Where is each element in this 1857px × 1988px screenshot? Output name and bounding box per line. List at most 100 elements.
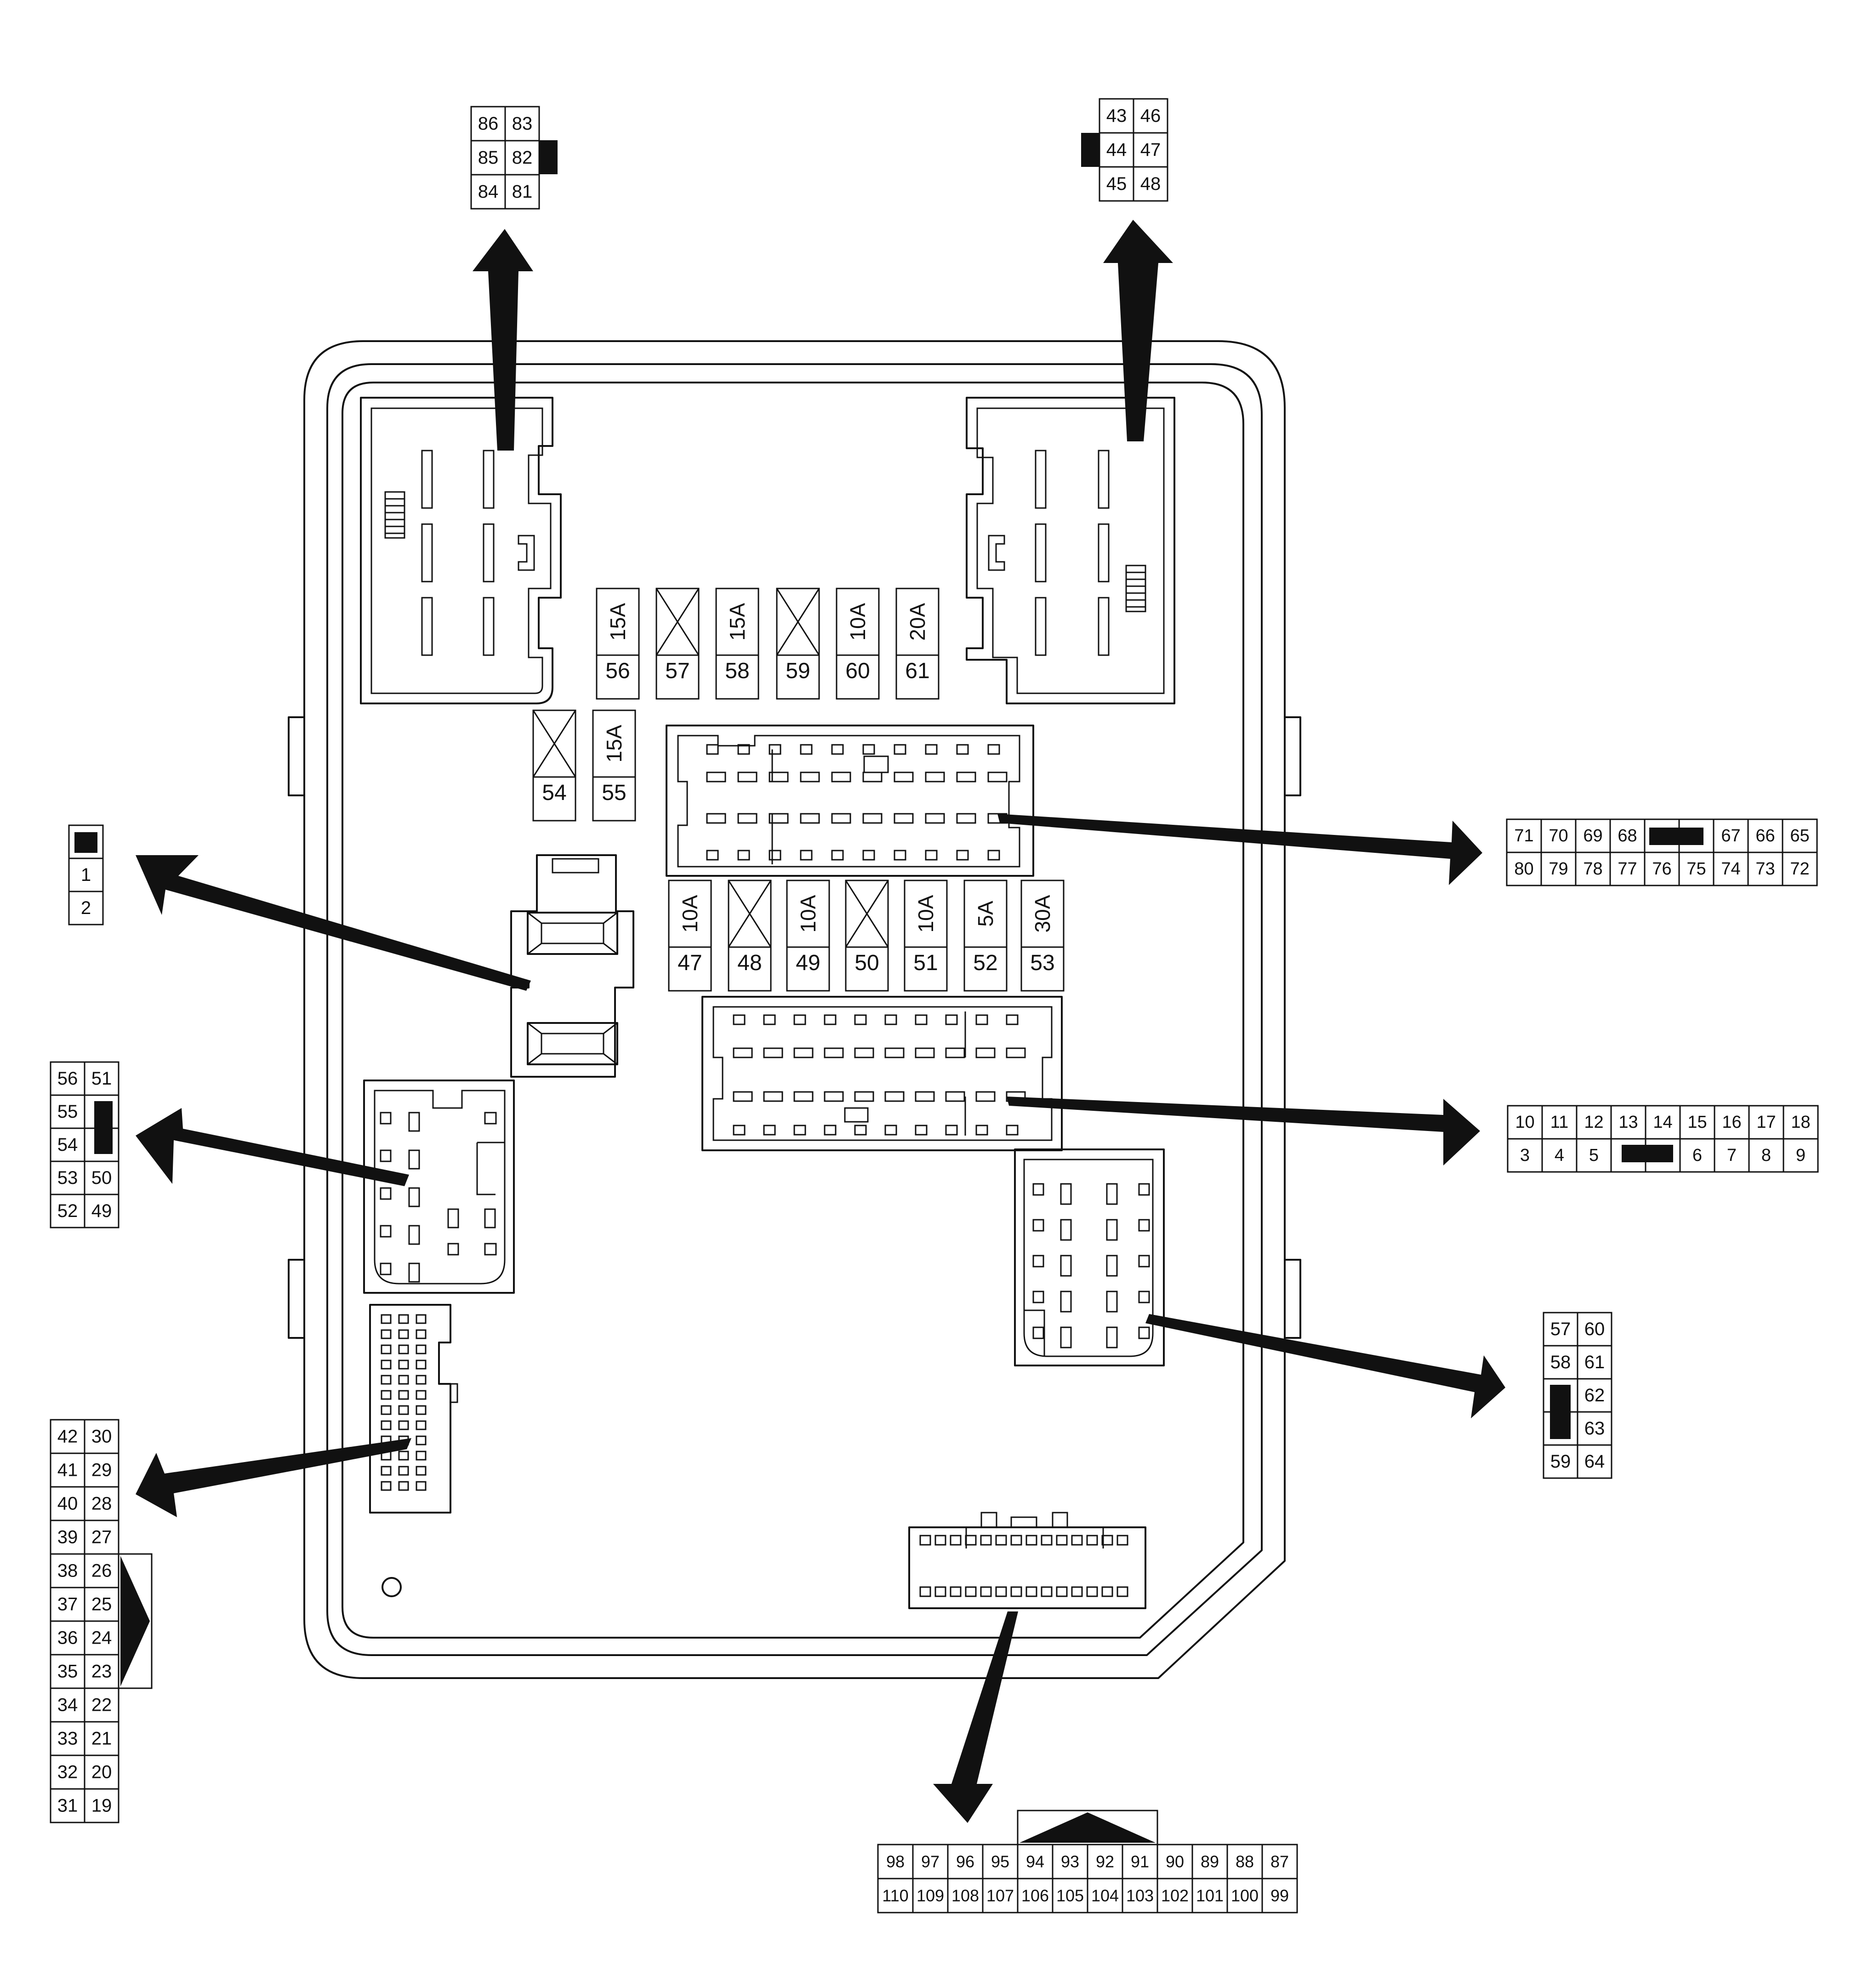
pin-hole xyxy=(408,1112,420,1132)
pin-hole xyxy=(934,1586,946,1597)
pin-hole xyxy=(1006,1125,1019,1136)
pin-hole xyxy=(919,1535,931,1546)
pin-hole xyxy=(763,1014,776,1025)
pin-hole xyxy=(925,850,938,861)
pin-hole xyxy=(408,1262,420,1283)
pin-hole xyxy=(919,1586,931,1597)
leader-arrows xyxy=(136,220,1505,1823)
pin-number: 91 xyxy=(1131,1852,1149,1871)
pin-number: 69 xyxy=(1583,826,1602,845)
pin-cell xyxy=(1713,851,1749,886)
pin-hole xyxy=(1032,1255,1044,1268)
side-tab xyxy=(1284,716,1301,796)
pin-hole xyxy=(854,1047,874,1058)
pin-hole xyxy=(1060,1326,1072,1348)
connector-socket-bottom xyxy=(908,1512,1146,1609)
pin-hole xyxy=(975,1091,996,1102)
pin-cell xyxy=(877,1844,914,1879)
fuse-59: 59 xyxy=(776,588,820,700)
pin-hole xyxy=(737,850,750,861)
pin-number: 58 xyxy=(1550,1352,1571,1372)
pin-hole xyxy=(1106,1326,1118,1348)
pin-hole xyxy=(915,1125,928,1136)
fuse-rating: 15A xyxy=(602,725,626,762)
pin-number: 10 xyxy=(1515,1113,1534,1132)
pin-number: 45 xyxy=(1106,174,1127,194)
pin-number: 25 xyxy=(91,1594,112,1615)
pin-hole xyxy=(1032,1219,1044,1232)
fuse-rating: 10A xyxy=(846,603,870,640)
pin-hole xyxy=(380,1225,392,1238)
pin-number: 6 xyxy=(1692,1146,1702,1165)
side-tab xyxy=(288,1259,305,1339)
pin-number: 60 xyxy=(1584,1319,1605,1339)
pin-number: 16 xyxy=(1722,1113,1741,1132)
pin-cell xyxy=(1507,1138,1543,1173)
pin-hole xyxy=(1138,1183,1150,1196)
pin-number: 89 xyxy=(1201,1852,1219,1871)
connector-key-mark xyxy=(1622,1145,1673,1162)
pin-number: 81 xyxy=(512,182,533,202)
pin-number: 94 xyxy=(1026,1852,1044,1871)
pin-hole xyxy=(1010,1535,1022,1546)
pin-hole xyxy=(975,1014,988,1025)
pin-cell xyxy=(504,174,540,210)
pin-hole xyxy=(416,1451,427,1461)
pin-cell xyxy=(1783,1138,1819,1173)
pin-number: 82 xyxy=(512,148,533,168)
pin-cell xyxy=(1133,166,1168,202)
pin-number: 93 xyxy=(1061,1852,1079,1871)
pin-hole xyxy=(884,1014,897,1025)
pin-cell xyxy=(1052,1844,1088,1879)
pin-hole xyxy=(398,1466,409,1476)
pin-number: 32 xyxy=(57,1762,78,1782)
pin-hole xyxy=(800,813,820,824)
pin-hole xyxy=(1032,1291,1044,1303)
pin-number: 78 xyxy=(1583,859,1602,879)
pin-hole xyxy=(884,1091,905,1102)
pin-hole xyxy=(956,850,969,861)
pin-number: 55 xyxy=(57,1102,78,1122)
pin-number: 33 xyxy=(57,1729,78,1749)
connector-socket-lower-center xyxy=(701,996,1063,1151)
pin-cell xyxy=(84,1654,120,1689)
pin-number: 59 xyxy=(1550,1451,1571,1472)
pin-number: 98 xyxy=(886,1852,905,1871)
pin-number: 77 xyxy=(1618,859,1637,879)
pin-hole xyxy=(831,771,851,783)
fuse-number: 51 xyxy=(913,951,938,975)
pin-cell xyxy=(1156,1844,1193,1879)
pin-hole xyxy=(380,1112,392,1125)
pin-cell xyxy=(1782,818,1818,853)
connector-key-mark xyxy=(74,832,97,853)
empty-slot-cross xyxy=(728,880,772,948)
pin-hole xyxy=(1116,1535,1128,1546)
connector-socket-upper-center xyxy=(666,725,1034,877)
pin-number: 85 xyxy=(478,148,499,168)
pin-cell xyxy=(84,1419,120,1454)
pin-number: 7 xyxy=(1727,1146,1737,1165)
pin-number: 86 xyxy=(478,114,499,134)
pin-hole xyxy=(800,850,813,861)
pin-hole xyxy=(854,1014,867,1025)
fuse-number: 57 xyxy=(665,659,689,683)
fuse-48: 48 xyxy=(728,880,772,992)
pin-number: 80 xyxy=(1514,859,1533,879)
pin-number: 66 xyxy=(1755,826,1775,845)
pin-number: 31 xyxy=(57,1796,78,1816)
arrow-bottom xyxy=(933,1611,1018,1823)
pin-number: 15 xyxy=(1687,1113,1707,1132)
pin-hole xyxy=(484,1243,497,1256)
key-outline xyxy=(119,1553,153,1689)
connector-key-mark xyxy=(1550,1385,1571,1439)
pin-hole xyxy=(925,744,938,755)
pin-number: 62 xyxy=(1584,1385,1605,1405)
pin-hole xyxy=(854,1125,867,1136)
pin-number: 101 xyxy=(1196,1886,1224,1905)
connector-key-mark xyxy=(1020,1812,1156,1843)
mounting-hole xyxy=(382,1577,402,1597)
pin-hole xyxy=(381,1390,392,1400)
fuse-block-housing xyxy=(288,340,1301,1679)
